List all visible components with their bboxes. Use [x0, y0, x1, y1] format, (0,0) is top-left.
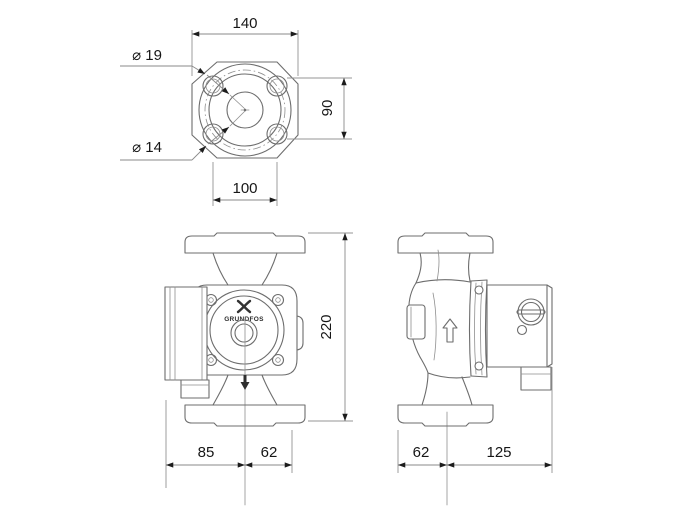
pump-head-plate	[191, 284, 298, 376]
stator-housing-front	[164, 286, 208, 381]
dim-label-side-center-to-left: 62	[413, 444, 430, 461]
port-bore-circle	[226, 91, 264, 129]
label-hole-inner-diameter: ⌀ 14	[132, 139, 162, 156]
flange-outer-circle	[198, 63, 292, 157]
plug-screw-outer	[517, 298, 545, 326]
shaft-boss-inner	[234, 323, 254, 343]
dim-hole-spacing-horizontal: 100	[212, 162, 278, 206]
dim-label-center-to-left: 85	[198, 444, 215, 461]
front-bottom-flange	[184, 404, 306, 427]
terminal-box-front	[180, 379, 210, 399]
grundfos-x-icon	[236, 299, 252, 314]
label-hole-outer-diameter: ⌀ 19	[132, 47, 162, 64]
flange-raised-face-circle	[208, 73, 282, 147]
band-screw-bottom	[474, 361, 484, 371]
side-top-flange	[397, 232, 494, 254]
leader-hole-inner-diameter: ⌀ 14	[120, 110, 246, 161]
motor-box-lid-edge	[546, 284, 553, 368]
band-screw-top	[474, 285, 484, 295]
dim-hole-spacing-vertical: 90	[287, 77, 352, 140]
motor-box-side	[486, 284, 548, 368]
side-view: 62 125	[397, 232, 553, 506]
bolt-circle-centerline	[204, 69, 286, 151]
top-view: 140 90 100 ⌀ 19 ⌀ 14	[120, 15, 352, 206]
body-contour	[436, 249, 440, 282]
plate-side-tab	[296, 315, 304, 351]
terminal-box-side	[520, 366, 552, 391]
front-upper-neck	[212, 252, 229, 286]
clamp-band	[468, 279, 488, 378]
side-lower-neck	[461, 376, 473, 406]
dim-label-overall-height: 220	[318, 314, 335, 339]
dim-label-hole-spacing-horizontal: 100	[232, 180, 257, 197]
dim-front-bottom: 85 62	[165, 400, 293, 488]
body-side-tab	[406, 304, 426, 340]
dim-overall-height: 220	[308, 232, 353, 422]
dim-label-hole-spacing-vertical: 90	[319, 100, 336, 117]
front-top-flange	[184, 232, 306, 254]
plug-screw-inner	[520, 301, 542, 323]
dim-label-overall-width: 140	[232, 15, 257, 32]
dim-side-bottom: 62 125	[397, 367, 553, 473]
dim-label-center-to-right: 62	[261, 444, 278, 461]
pump-head-face-inner	[209, 295, 279, 365]
bolt-holes	[202, 75, 288, 145]
dim-label-side-center-to-right: 125	[486, 444, 511, 461]
shaft-boss-outer	[230, 319, 258, 347]
front-lower-neck	[212, 374, 229, 406]
leader-hole-outer-diameter: ⌀ 19	[120, 47, 246, 110]
vent-hole	[516, 324, 528, 336]
side-upper-neck	[415, 252, 422, 284]
front-view: GRUNDFOS 220	[164, 232, 353, 506]
side-bottom-flange	[397, 404, 494, 427]
flow-arrow-down-icon	[240, 375, 250, 390]
dim-overall-width: 140	[191, 15, 299, 76]
plug-screw-slot	[516, 309, 546, 315]
flow-arrow-up-icon	[442, 318, 458, 343]
flange-octagon-outline	[191, 61, 299, 159]
pump-body-profile	[408, 282, 429, 406]
